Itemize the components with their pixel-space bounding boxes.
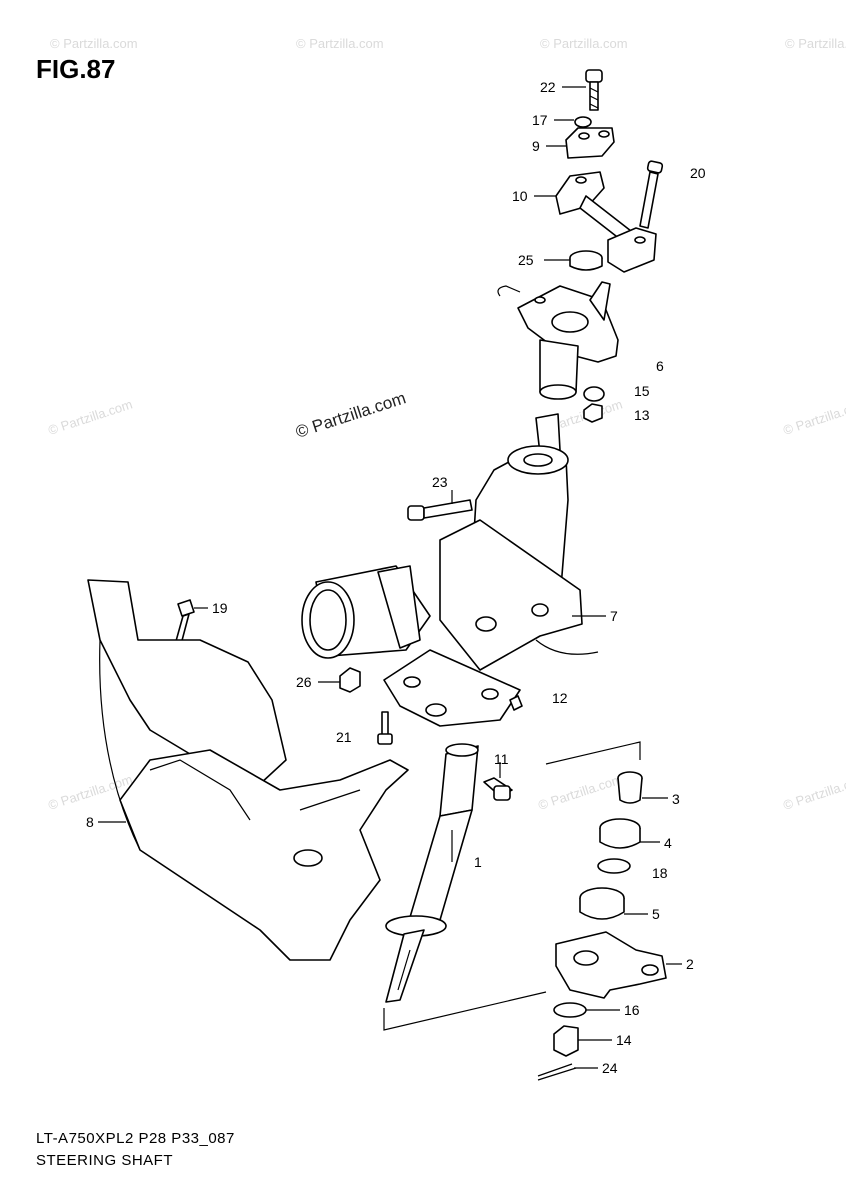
bolt-20 xyxy=(639,160,664,229)
callout-26: 26 xyxy=(296,674,312,690)
callout-12: 12 xyxy=(552,690,568,706)
callout-25: 25 xyxy=(518,252,534,268)
callout-2: 2 xyxy=(686,956,694,972)
bolt-22 xyxy=(585,69,603,111)
callout-22: 22 xyxy=(540,79,556,95)
oil-seal-4 xyxy=(599,818,641,849)
steering-shaft-1 xyxy=(385,743,479,1003)
callout-8: 8 xyxy=(86,814,94,830)
callout-23: 23 xyxy=(432,474,448,490)
cover-8 xyxy=(87,579,409,961)
callout-20: 20 xyxy=(690,165,706,181)
steering-arm-2 xyxy=(555,931,667,999)
nut-26 xyxy=(339,667,361,693)
clamp-9 xyxy=(565,127,615,159)
callout-9: 9 xyxy=(532,138,540,154)
bolt-21 xyxy=(377,711,393,745)
holder-6 xyxy=(497,281,619,400)
watermark: © Partzilla.com xyxy=(781,772,846,813)
watermark: © Partzilla.com xyxy=(536,772,624,813)
callout-21: 21 xyxy=(336,729,352,745)
callout-16: 16 xyxy=(624,1002,640,1018)
callout-24: 24 xyxy=(602,1060,618,1076)
watermark: © Partzilla.com xyxy=(50,36,138,51)
callout-14: 14 xyxy=(616,1032,632,1048)
washer-15 xyxy=(583,386,605,402)
bush-25 xyxy=(569,250,603,271)
circlip-18 xyxy=(597,858,631,874)
nut-13 xyxy=(583,403,603,423)
callout-4: 4 xyxy=(664,835,672,851)
watermark-main: © Partzilla.com xyxy=(293,388,408,441)
washer-17 xyxy=(574,116,592,128)
callout-11: 11 xyxy=(494,751,509,767)
watermark: © Partzilla.com xyxy=(46,397,134,438)
model-code: LT-A750XPL2 P28 P33_087 xyxy=(36,1130,235,1147)
bolt-23 xyxy=(407,499,473,521)
watermark: © Partzilla.com xyxy=(296,36,384,51)
callout-17: 17 xyxy=(532,112,548,128)
watermark: © Partzilla.com xyxy=(785,36,846,51)
bearing-5 xyxy=(579,887,625,920)
figure-title: FIG.87 xyxy=(36,54,116,84)
callout-5: 5 xyxy=(652,906,660,922)
bolt-12 xyxy=(509,695,523,711)
callout-13: 13 xyxy=(634,407,650,423)
cotter-pin-24 xyxy=(537,1063,577,1081)
watermark: © Partzilla.com xyxy=(781,397,846,438)
callout-10: 10 xyxy=(512,188,528,204)
watermark: © Partzilla.com xyxy=(46,772,134,813)
callout-18: 18 xyxy=(652,865,668,881)
callout-19: 19 xyxy=(212,600,228,616)
callout-1: 1 xyxy=(474,854,482,870)
washer-16 xyxy=(553,1002,587,1018)
bracket-10 xyxy=(555,171,657,273)
guide-line xyxy=(545,741,641,765)
callout-6: 6 xyxy=(656,358,664,374)
bolt-11 xyxy=(483,777,513,801)
guide-line xyxy=(383,991,547,1031)
callout-15: 15 xyxy=(634,383,650,399)
nut-14 xyxy=(553,1025,579,1057)
figure-caption: STEERING SHAFT xyxy=(36,1152,174,1169)
steering-gear-7 xyxy=(301,413,599,727)
callout-leaders xyxy=(98,86,682,1069)
callout-7: 7 xyxy=(610,608,618,624)
callout-3: 3 xyxy=(672,791,680,807)
watermark: © Partzilla.com xyxy=(540,36,628,51)
bush-3 xyxy=(617,771,643,804)
callout-labels: 22 17 9 20 10 25 6 15 13 23 19 7 26 12 2… xyxy=(86,79,706,1076)
